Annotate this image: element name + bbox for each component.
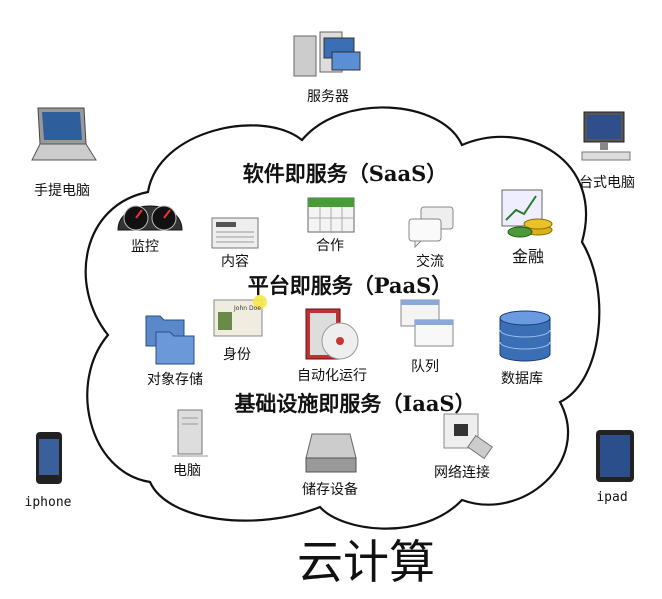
desktop-icon — [581, 111, 631, 161]
calendar-icon — [307, 197, 355, 233]
saas-item-collaboration: 合作 — [316, 238, 344, 254]
saas-item-finance: 金融 — [511, 247, 545, 266]
gauge-icon — [117, 205, 183, 231]
saas-item-communication: 交流 — [416, 254, 444, 270]
ipad-icon — [596, 430, 634, 482]
newspaper-icon — [211, 217, 259, 249]
automation-disc-icon — [305, 308, 359, 360]
saas-heading: 软件即服务（SaaS） — [242, 161, 448, 186]
iaas-item-computer: 电脑 — [173, 463, 201, 479]
computer-tower-icon — [172, 409, 208, 457]
laptop-label: 手提电脑 — [34, 183, 90, 199]
folders-icon — [145, 315, 195, 365]
server-icon — [293, 31, 361, 77]
id-card-icon: John Doe — [213, 295, 267, 337]
saas-item-monitoring: 监控 — [131, 239, 159, 255]
finance-chart-icon — [501, 189, 553, 238]
diagram-title: 云计算 — [297, 535, 435, 589]
storage-drive-icon — [305, 433, 357, 473]
iphone-label: iphone — [24, 495, 72, 510]
paas-item-identity: 身份 — [223, 347, 251, 363]
desktop-label: 台式电脑 — [579, 175, 635, 191]
ipad-label: ipad — [596, 490, 628, 505]
database-icon — [499, 310, 551, 362]
laptop-icon — [31, 107, 97, 161]
server-label: 服务器 — [307, 89, 349, 105]
iphone-icon — [36, 432, 62, 484]
iaas-item-network: 网络连接 — [434, 465, 490, 481]
saas-item-content: 内容 — [221, 254, 249, 270]
chat-bubbles-icon — [408, 206, 454, 249]
queue-icon — [400, 299, 454, 347]
id-card-name: John Doe — [233, 305, 261, 312]
iaas-item-storage: 储存设备 — [302, 482, 358, 498]
paas-heading: 平台即服务（PaaS） — [247, 273, 453, 298]
paas-item-automation: 自动化运行 — [297, 368, 367, 384]
iaas-heading: 基础设施即服务（IaaS） — [234, 391, 476, 416]
paas-item-queue: 队列 — [411, 359, 439, 375]
network-jack-icon — [443, 413, 493, 460]
paas-item-database: 数据库 — [501, 371, 543, 387]
paas-item-object-storage: 对象存储 — [147, 372, 203, 388]
